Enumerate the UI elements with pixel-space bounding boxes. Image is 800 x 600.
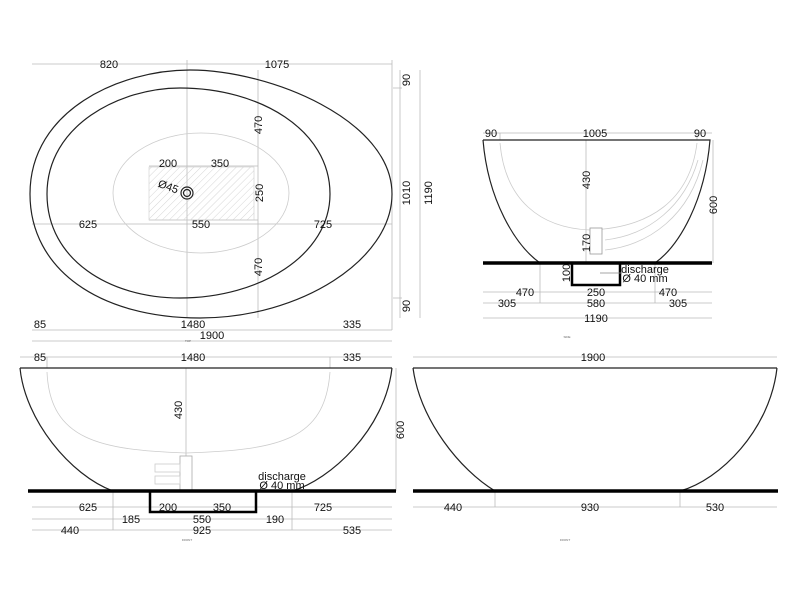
front-view: 85 1480 335 430 600 discharge Ø 40 mm 62…	[19, 352, 407, 542]
dim-label: 85	[34, 319, 46, 331]
dim-label: 100	[561, 264, 573, 282]
dim-label: 90	[401, 74, 413, 86]
dim-label: 190	[266, 514, 284, 526]
dim-label: 250	[587, 287, 605, 299]
dim-label: 305	[498, 298, 516, 310]
discharge-size: Ø 40 mm	[259, 480, 304, 492]
dim-label: 90	[694, 128, 706, 140]
dim-label: 930	[581, 502, 599, 514]
top-view: 820 1075 90 1010 1190 90 470 250 470 200…	[29, 59, 435, 343]
dim-label: 1480	[181, 319, 205, 331]
dim-label: 925	[193, 525, 211, 537]
discharge-label: discharge	[621, 264, 669, 276]
dim-label: 170	[581, 234, 593, 252]
dim-label: 820	[100, 59, 118, 71]
drain-zone	[148, 166, 255, 221]
dim-label: 470	[253, 116, 265, 134]
tub-shell	[482, 139, 711, 264]
view-caption: TOP	[185, 339, 191, 343]
dim-label: 90	[485, 128, 497, 140]
drain-icon	[180, 186, 194, 200]
dim-label: 85	[34, 352, 46, 364]
dim-label: 200	[159, 158, 177, 170]
dim-label: 185	[122, 514, 140, 526]
dim-label: 305	[669, 298, 687, 310]
dim-label: 535	[343, 525, 361, 537]
dim-label: 90	[401, 300, 413, 312]
side-view: 90 1005 90 430 170 600 100 discharge Ø 4…	[482, 128, 720, 339]
dim-label: 430	[581, 171, 593, 189]
dim-label: 1010	[401, 181, 413, 205]
dim-label: 440	[444, 502, 462, 514]
dim-label: 200	[159, 502, 177, 514]
dim-label: 470	[516, 287, 534, 299]
dim-label: 725	[314, 502, 332, 514]
dim-label: 580	[587, 298, 605, 310]
dim-label: 1190	[584, 313, 608, 325]
dim-label: 250	[254, 184, 266, 202]
outer-rim	[29, 69, 393, 319]
dim-label: 1480	[181, 352, 205, 364]
tub-shell	[412, 367, 778, 492]
dim-label: 440	[61, 525, 79, 537]
dim-label: 625	[79, 502, 97, 514]
dim-label: 625	[79, 219, 97, 231]
dim-label: 430	[173, 401, 185, 419]
dim-label: 550	[193, 514, 211, 526]
floor-pit	[148, 491, 258, 514]
dim-label: 600	[395, 421, 407, 439]
tub-shell	[19, 367, 393, 492]
view-caption: FRONT	[560, 538, 570, 542]
dim-label: 1190	[423, 181, 435, 205]
bottom-area	[112, 132, 290, 254]
dim-label: 725	[314, 219, 332, 231]
dim-label: 1900	[581, 352, 605, 364]
view-caption: SIDE	[563, 335, 570, 339]
dim-label: 600	[708, 196, 720, 214]
dim-label: 1075	[265, 59, 289, 71]
view-caption: FRONT	[182, 538, 192, 542]
dim-label: 550	[192, 219, 210, 231]
dim-label: 350	[213, 502, 231, 514]
dim-label: 470	[659, 287, 677, 299]
waste-fitting	[589, 227, 603, 255]
waste-fitting	[179, 455, 193, 492]
front-outer-view: 1900 440 930 530 FRONT	[412, 352, 778, 542]
floor-pit	[570, 263, 622, 287]
dim-label: 470	[253, 258, 265, 276]
discharge-label: discharge	[258, 471, 306, 483]
dim-label: 335	[343, 319, 361, 331]
dim-label: 530	[706, 502, 724, 514]
inner-basin	[46, 87, 331, 299]
dim-label: 1005	[583, 128, 607, 140]
dim-label: 350	[211, 158, 229, 170]
dim-label: 1900	[200, 330, 224, 342]
dim-label: 335	[343, 352, 361, 364]
discharge-size: Ø 40 mm	[622, 273, 667, 285]
